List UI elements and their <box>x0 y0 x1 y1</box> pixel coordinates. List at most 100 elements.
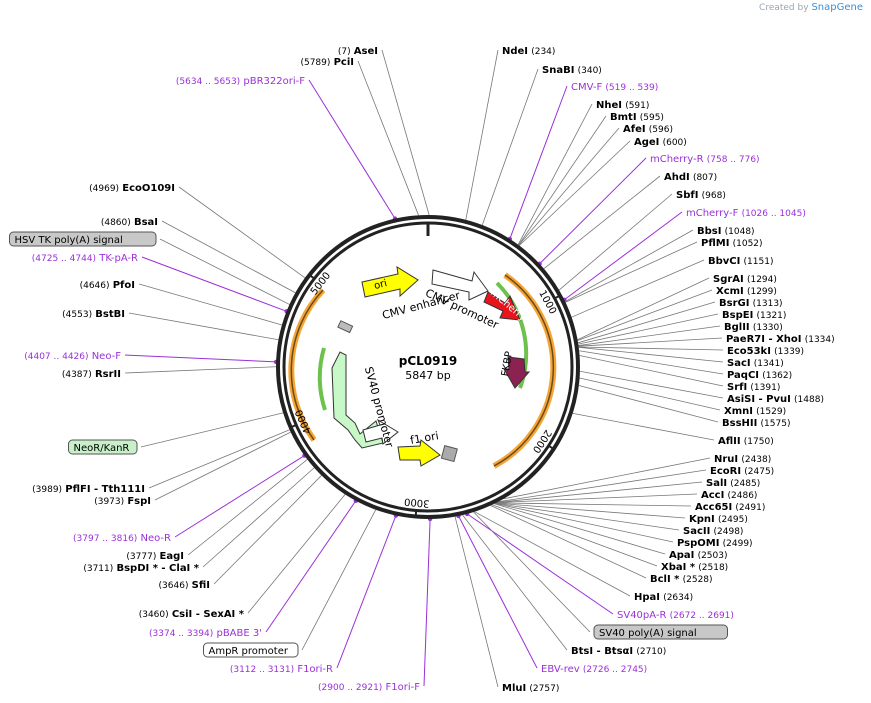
label-position: (1330) <box>753 323 783 333</box>
label-name: mCherry-F <box>686 208 739 219</box>
feature-box-label: NeoR/KanR <box>74 443 130 454</box>
leader-line <box>495 502 680 531</box>
site-label: BsrGI (1313) <box>719 298 783 309</box>
site-label: XbaI * (2518) <box>661 562 728 573</box>
label-position: (1339) <box>774 347 804 357</box>
fkbp-arrow <box>503 356 531 389</box>
label-name: AhdI <box>664 172 690 183</box>
primer-label: (3112 .. 3131) F1ori-R <box>230 664 333 675</box>
label-name: F1ori-R <box>297 664 333 675</box>
label-position: (600) <box>663 138 687 148</box>
label-name: SgrAI <box>713 274 744 285</box>
site-label: (3646) SfiI <box>159 580 210 591</box>
label-position: (3112 .. 3131) <box>230 665 294 675</box>
primer-label: mCherry-F (1026 .. 1045) <box>686 208 806 219</box>
sv40-polya-marker <box>440 445 458 463</box>
label-name: AseI <box>354 46 378 57</box>
leader-line <box>519 140 631 246</box>
label-name: EagI <box>160 551 184 562</box>
label-position: (3777) <box>126 552 156 562</box>
label-name: PfoI <box>113 280 135 291</box>
site-label: Acc65I (2491) <box>695 502 765 513</box>
site-label: AccI (2486) <box>701 490 757 501</box>
leader-line <box>124 366 277 374</box>
site-label: BspEI (1321) <box>722 310 786 321</box>
leader-line <box>247 494 346 614</box>
label-position: (2518) <box>698 563 728 573</box>
label-position: (4407 .. 4426) <box>24 352 88 362</box>
ampr-promoter-arrow <box>362 418 399 445</box>
label-name: HpaI <box>634 592 660 603</box>
label-position: (340) <box>578 66 602 76</box>
label-name: SbfI <box>676 190 698 201</box>
label-position: (1052) <box>733 239 763 249</box>
label-name: BspDI * - ClaI * <box>116 563 199 574</box>
cmv-enhancer-arrow <box>431 269 489 301</box>
snapgene-credit: Created by SnapGene <box>759 2 863 13</box>
label-position: (968) <box>702 191 726 201</box>
site-label: AfeI (596) <box>623 124 673 135</box>
orange-arc-right-core <box>493 274 555 467</box>
label-name: CMV-F <box>571 82 602 93</box>
label-position: (1313) <box>753 299 783 309</box>
label-position: (4725 .. 4744) <box>32 254 96 264</box>
feature-box-label: AmpR promoter <box>209 646 289 657</box>
label-name: PaeR7I - XhoI <box>726 334 802 345</box>
leader-line <box>577 289 713 341</box>
feature-label-f1-ori: f1 ori <box>409 429 440 447</box>
site-label: (3973) FspI <box>94 496 151 507</box>
tick-mark <box>547 444 555 451</box>
label-name: SacI <box>727 358 751 369</box>
tick-mark <box>414 509 418 518</box>
label-name: KpnI <box>689 514 715 525</box>
leader-line <box>458 515 538 669</box>
leader-line <box>496 481 703 503</box>
leader-line <box>539 157 647 265</box>
label-name: AsiSI - PvuI <box>727 394 791 405</box>
leader-line <box>496 502 692 507</box>
plasmid-length: 5847 bp <box>405 369 450 382</box>
label-name: AfeI <box>623 124 646 135</box>
label-position: (4969) <box>89 184 119 194</box>
label-position: (1529) <box>756 407 786 417</box>
primer-label: SV40pA-R (2672 .. 2691) <box>617 610 734 621</box>
leader-line <box>517 103 593 245</box>
credit-prefix: Created by <box>759 3 809 13</box>
label-position: (2491) <box>735 503 765 513</box>
site-label: (4387) RsrII <box>62 369 121 380</box>
leader-line <box>161 220 296 294</box>
label-name: BclI * <box>650 574 680 585</box>
label-name: BbsI <box>697 226 721 237</box>
site-label: (7) AseI <box>338 46 378 57</box>
leader-line <box>578 346 724 363</box>
leader-line <box>494 503 674 543</box>
site-label: XcmI (1299) <box>716 286 777 297</box>
site-label: SalI (2485) <box>706 478 760 489</box>
label-position: (1026 .. 1045) <box>742 209 806 219</box>
label-position: (4646) <box>80 281 110 291</box>
site-label: BbsI (1048) <box>697 226 755 237</box>
leader-line <box>154 431 291 501</box>
leader-line <box>357 60 419 216</box>
label-name: PflMI <box>701 238 729 249</box>
site-label: AgeI (600) <box>634 137 687 148</box>
primer-label: (4725 .. 4744) TK-pA-R <box>32 253 138 264</box>
leader-line <box>178 186 306 279</box>
label-name: PspOMI <box>677 538 719 549</box>
site-label: MluI (2757) <box>502 683 559 694</box>
leader-line <box>503 457 711 500</box>
label-position: (1299) <box>747 287 777 297</box>
label-position: (4553) <box>62 310 92 320</box>
site-label: BbvCI (1151) <box>708 256 773 267</box>
leader-line <box>481 68 539 226</box>
site-label: BmtI (595) <box>610 112 664 123</box>
label-position: (519 .. 539) <box>605 83 658 93</box>
site-label: BssHII (1575) <box>722 418 790 429</box>
label-name: NruI <box>714 454 738 465</box>
leader-line <box>558 193 673 291</box>
label-position: (1334) <box>805 335 835 345</box>
label-position: (5789) <box>300 58 330 68</box>
label-position: (1362) <box>762 371 792 381</box>
label-name: SrfI <box>727 382 747 393</box>
label-name: BsrGI <box>719 298 749 309</box>
